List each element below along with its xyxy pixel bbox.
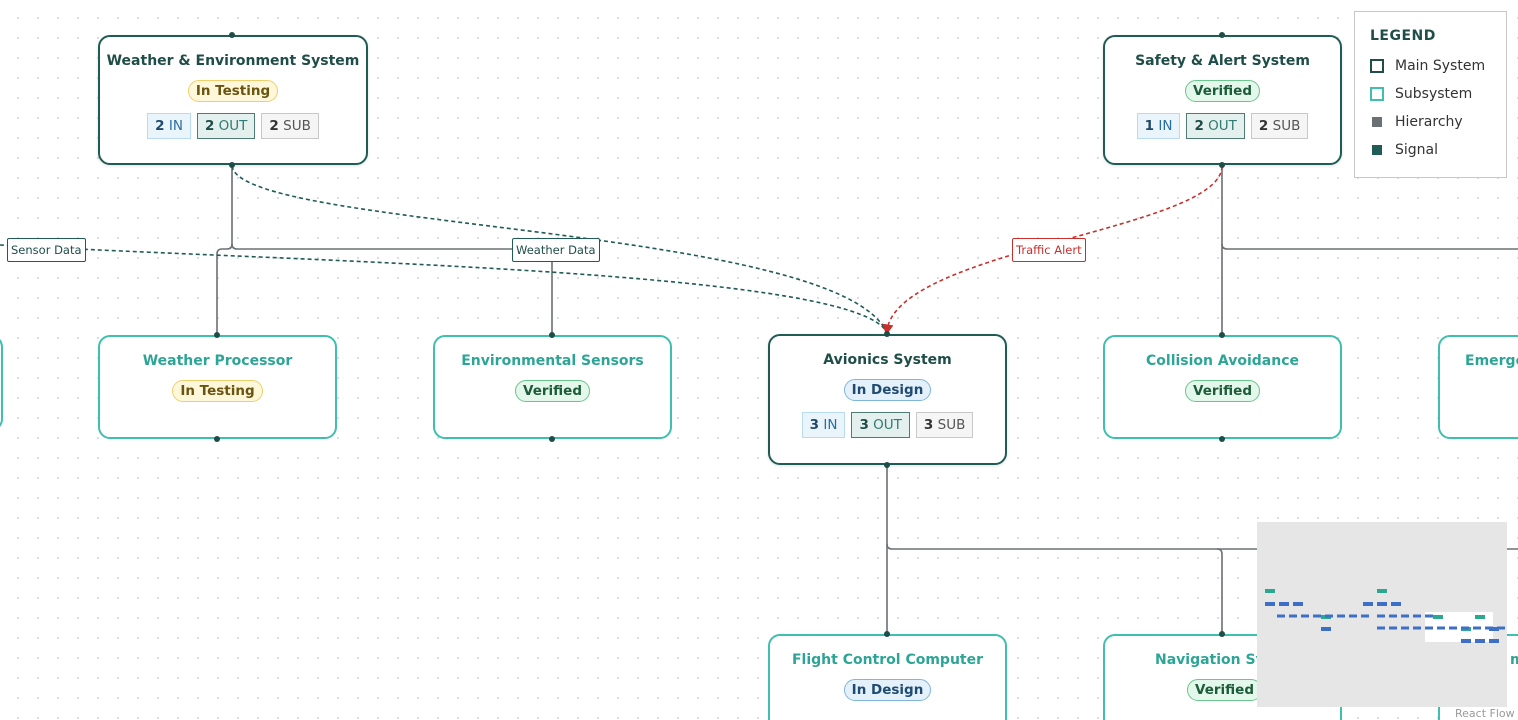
connection-handle[interactable] xyxy=(229,32,235,38)
legend-label: Signal xyxy=(1395,142,1439,158)
edge-label-sensor-data[interactable]: Sensor Data xyxy=(7,238,86,262)
sub-count-badge: 3 SUB xyxy=(915,412,974,438)
connection-handle[interactable] xyxy=(1219,436,1225,442)
connection-handle[interactable] xyxy=(884,631,890,637)
edge-label-traffic-alert[interactable]: Traffic Alert xyxy=(1012,238,1086,262)
in-count-badge: 2 IN xyxy=(147,113,191,139)
node-title: Weather Processor xyxy=(142,353,293,369)
legend-panel: LEGEND Main System Subsystem Hierarchy S… xyxy=(1354,11,1507,178)
out-count-badge: 2 OUT xyxy=(196,113,256,139)
connection-handle[interactable] xyxy=(549,436,555,442)
connection-handle[interactable] xyxy=(1219,162,1225,168)
legend-label: Main System xyxy=(1395,58,1486,74)
node-title: Avionics System xyxy=(823,352,952,368)
legend-item-subsystem: Subsystem xyxy=(1370,80,1506,108)
connection-handle[interactable] xyxy=(214,436,220,442)
hierarchy-edge xyxy=(886,543,1223,634)
legend-item-signal: Signal xyxy=(1370,136,1506,164)
node-title: Environmental Sensors xyxy=(461,353,644,369)
signal-swatch xyxy=(1372,145,1382,155)
node-environmental-sensors[interactable]: Environmental Sensors Verified xyxy=(433,335,672,439)
react-flow-attribution[interactable]: React Flow xyxy=(1453,707,1517,720)
connection-handle[interactable] xyxy=(214,332,220,338)
sub-count-badge: 2 SUB xyxy=(1250,113,1309,139)
connection-handle[interactable] xyxy=(884,462,890,468)
subsystem-swatch xyxy=(1370,87,1384,101)
edge-label-weather-data[interactable]: Weather Data xyxy=(512,238,600,262)
in-count-badge: 1 IN xyxy=(1136,113,1181,139)
count-badges: 1 IN 2 OUT 2 SUB xyxy=(1105,113,1340,139)
node-title: m xyxy=(1510,652,1518,668)
status-badge: Verified xyxy=(1185,380,1260,402)
node-weather-processor[interactable]: Weather Processor In Testing xyxy=(98,335,337,439)
node-avionics-system[interactable]: Avionics System In Design 3 IN 3 OUT 3 S… xyxy=(768,334,1007,465)
minimap-edges xyxy=(1277,614,1505,630)
node-emergency-partial[interactable]: Emerge xyxy=(1438,335,1518,439)
hierarchy-swatch xyxy=(1372,117,1382,127)
minimap[interactable] xyxy=(1257,522,1507,707)
node-partial-left[interactable] xyxy=(0,335,3,431)
hierarchy-edge xyxy=(216,164,233,335)
connection-handle[interactable] xyxy=(229,162,235,168)
node-title: Emerge xyxy=(1465,353,1518,369)
node-weather-environment-system[interactable]: Weather & Environment System In Testing … xyxy=(98,35,368,165)
out-count-badge: 2 OUT xyxy=(1186,113,1245,139)
node-title: Flight Control Computer xyxy=(791,652,984,668)
sub-count-badge: 2 SUB xyxy=(261,113,319,139)
connection-handle[interactable] xyxy=(884,331,890,337)
connection-handle[interactable] xyxy=(1219,631,1225,637)
signal-edge-sensor-data xyxy=(0,244,888,334)
status-badge: In Testing xyxy=(187,80,279,102)
hierarchy-edge xyxy=(1221,243,1518,250)
node-flight-control-computer[interactable]: Flight Control Computer In Design xyxy=(768,634,1007,720)
status-wrap: Verified xyxy=(1105,668,1340,701)
count-badges: 2 IN 2 OUT 2 SUB xyxy=(100,113,366,139)
legend-label: Subsystem xyxy=(1395,86,1473,102)
status-badge: Verified xyxy=(1185,80,1260,102)
status-badge: In Testing xyxy=(172,380,263,402)
minimap-svg xyxy=(1265,589,1505,643)
status-badge: In Design xyxy=(843,679,932,701)
status-badge: In Design xyxy=(843,379,932,401)
status-badge: Verified xyxy=(1187,679,1262,701)
legend-title: LEGEND xyxy=(1370,28,1436,44)
main-system-swatch xyxy=(1370,59,1384,73)
node-collision-avoidance[interactable]: Collision Avoidance Verified xyxy=(1103,335,1342,439)
node-title: Navigation Sys xyxy=(1155,652,1274,668)
signal-edge-weather-data xyxy=(231,165,888,334)
legend-label: Hierarchy xyxy=(1395,114,1463,130)
legend-item-hierarchy: Hierarchy xyxy=(1370,108,1506,136)
legend-item-main-system: Main System xyxy=(1370,52,1506,80)
node-title: Weather & Environment System xyxy=(106,53,360,69)
count-badges: 3 IN 3 OUT 3 SUB xyxy=(770,412,1005,438)
connection-handle[interactable] xyxy=(549,332,555,338)
node-safety-alert-system[interactable]: Safety & Alert System Verified 1 IN 2 OU… xyxy=(1103,35,1342,165)
in-count-badge: 3 IN xyxy=(801,412,846,438)
connection-handle[interactable] xyxy=(1219,332,1225,338)
connection-handle[interactable] xyxy=(1219,32,1225,38)
out-count-badge: 3 OUT xyxy=(851,412,910,438)
node-title: Collision Avoidance xyxy=(1146,353,1299,369)
status-badge: Verified xyxy=(515,380,590,402)
node-title: Safety & Alert System xyxy=(1135,53,1310,69)
